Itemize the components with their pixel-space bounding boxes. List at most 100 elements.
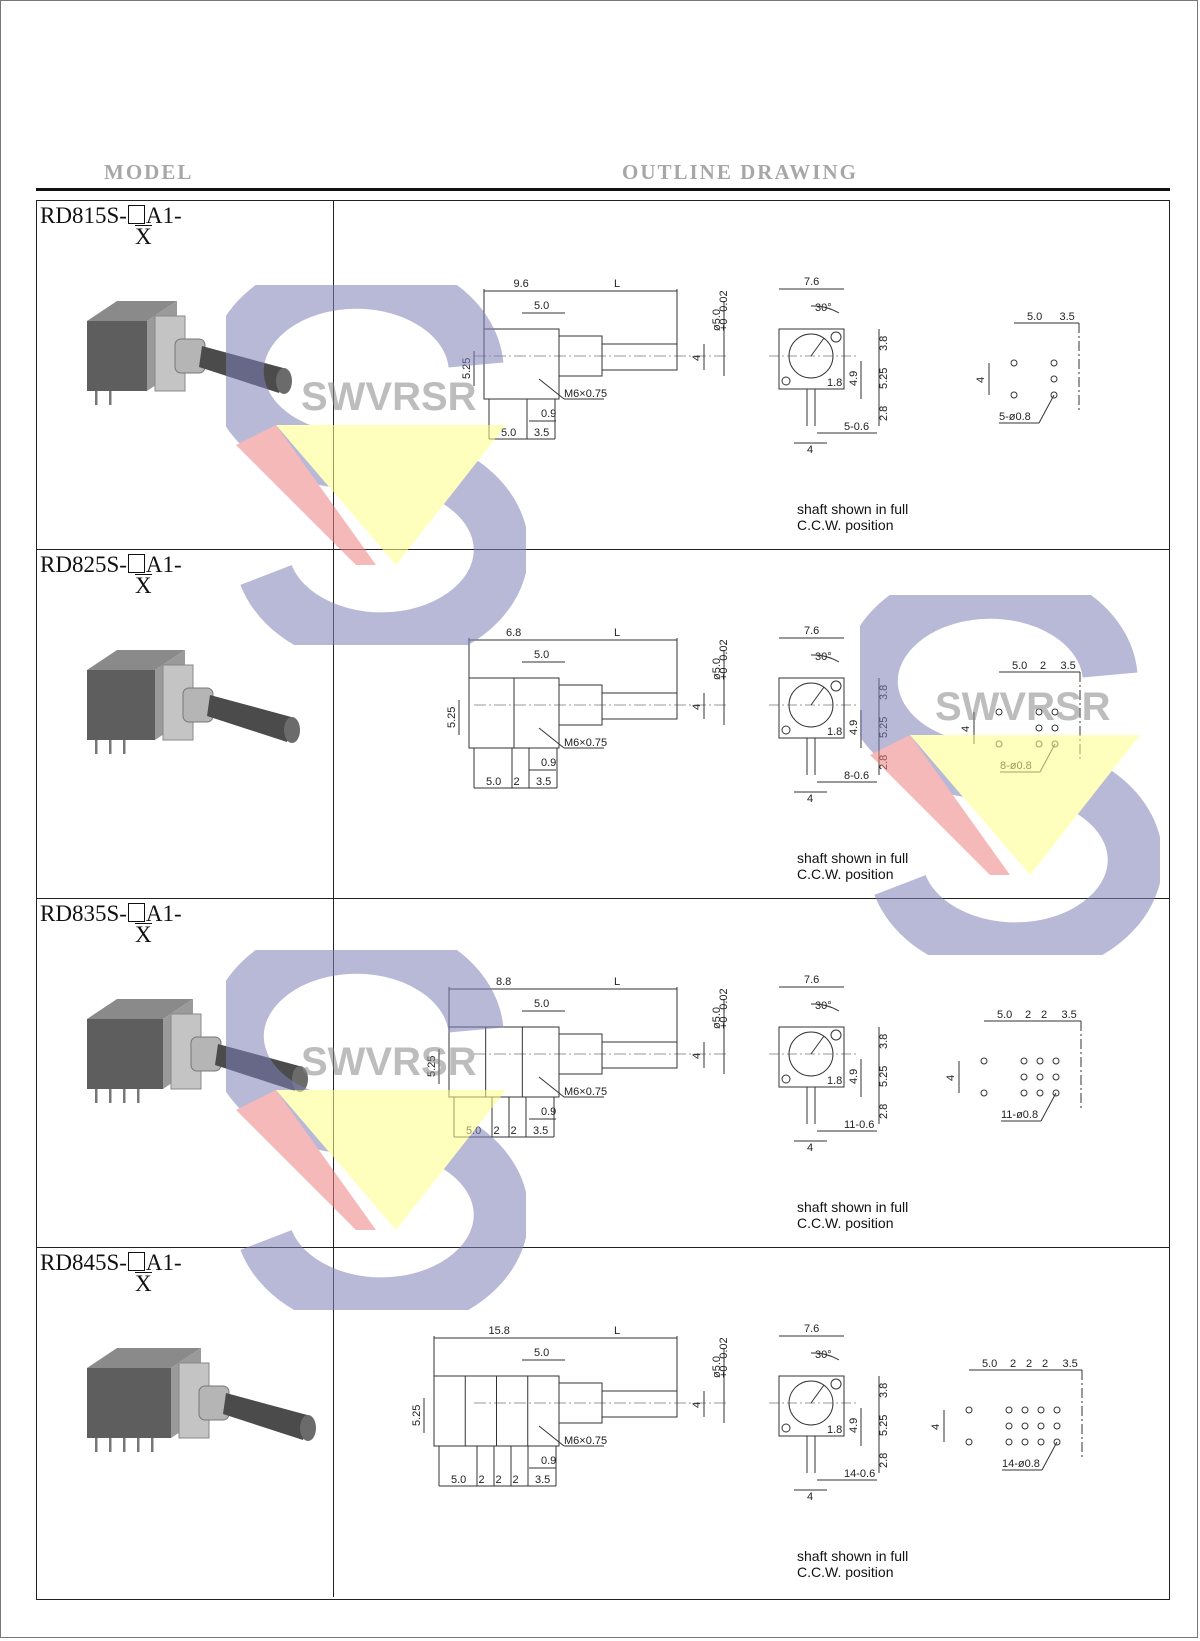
- dim-diameter-label: ø5.0: [711, 1007, 723, 1029]
- body-front: [87, 1368, 171, 1438]
- dim-tolerance-label: +0 -0.02: [718, 290, 730, 331]
- dim-v18-label: 1.8: [827, 1075, 842, 1087]
- dim-pin-spacing-label: 5.0: [501, 427, 516, 439]
- dim-side-width-label: 7.6: [804, 974, 819, 986]
- angle-arc: [810, 654, 840, 663]
- dim-body-width-label: 8.8: [496, 976, 511, 988]
- pcb-holes-leader: [1039, 743, 1056, 773]
- pcb-hole: [1035, 724, 1043, 732]
- shaft-note: shaft shown in full C.C.W. position: [797, 1548, 908, 1580]
- side-body-outline: [778, 1026, 845, 1088]
- pcb-holes-label: 8-ø0.8: [1000, 760, 1032, 772]
- pcb-hole: [1037, 1406, 1045, 1414]
- dim-shaft-length-label: L: [614, 627, 620, 639]
- dim-v49-label: 4.9: [848, 1069, 860, 1084]
- dim-bottom4-label: 4: [807, 1142, 813, 1154]
- product-photo: [87, 301, 292, 405]
- body-top: [87, 650, 185, 670]
- pcb-hole: [1035, 708, 1043, 716]
- dim-bushing-label: 5.0: [534, 649, 549, 661]
- shaft-note: shaft shown in full C.C.W. position: [797, 501, 908, 533]
- terminal-pin: [109, 740, 112, 754]
- pcb-hole: [1005, 1438, 1013, 1446]
- shaft-outline: [601, 1041, 678, 1069]
- pcb-hole: [1052, 1057, 1060, 1065]
- dim-pin-spacing-label: 3.5: [536, 776, 551, 788]
- thread-label: M6×0.75: [564, 1086, 607, 1098]
- potentiometer-illustration: [87, 1348, 316, 1452]
- dim-pin-spacing-label: 5.0: [451, 1474, 466, 1486]
- terminal-pin: [123, 1438, 126, 1452]
- side-body-outline: [778, 328, 845, 390]
- pcb-holes-label: 11-ø0.8: [1001, 1109, 1038, 1121]
- side-body-outline: [778, 677, 845, 739]
- dim-bottom4-label: 4: [807, 1491, 813, 1503]
- dim-bushing-label: 5.0: [534, 300, 549, 312]
- dim-v49-label: 4.9: [848, 371, 860, 386]
- pcb-side-dim-label: 4: [945, 1075, 957, 1081]
- pcb-holes-label: 5-ø0.8: [999, 411, 1031, 423]
- model-suffix: A1-: [145, 203, 182, 228]
- thread-label: M6×0.75: [564, 737, 607, 749]
- dim-h525-label: 5.25: [426, 1056, 438, 1077]
- dim-tolerance-label: +0 -0.02: [718, 639, 730, 680]
- shaft-note: shaft shown in full C.C.W. position: [797, 850, 908, 882]
- shaft-note-line1: shaft shown in full: [797, 1548, 909, 1564]
- dim-pin-spacing-label: 2: [479, 1474, 485, 1486]
- model-column-header: MODEL: [104, 160, 194, 184]
- mount-hole: [830, 1378, 842, 1390]
- pcb-hole: [1005, 1406, 1013, 1414]
- dim-h525-label: 5.25: [446, 707, 458, 728]
- threaded-bushing: [198, 1385, 230, 1421]
- dim-v28-label: 2.8: [878, 755, 890, 770]
- model-suffix: A1-: [145, 552, 182, 577]
- shaft-note-line2: C.C.W. position: [797, 866, 894, 882]
- terminal-pin: [151, 1438, 154, 1452]
- pcb-hole: [1020, 1073, 1028, 1081]
- shaft-note-line2: C.C.W. position: [797, 1215, 894, 1231]
- pcb-top-dim-label: 2: [1040, 660, 1046, 672]
- dim-shaft-length-label: L: [614, 976, 620, 988]
- dim-side-width-label: 7.6: [804, 276, 819, 288]
- product-photo: [87, 1348, 316, 1452]
- angle-label: 30°: [815, 651, 832, 663]
- mount-hole: [830, 331, 842, 343]
- pcb-side-dim-label: 4: [960, 726, 972, 732]
- pcb-top-dim-label: 5.0: [982, 1358, 997, 1370]
- pcb-hole: [1051, 724, 1059, 732]
- pcb-holes-leader: [1040, 1092, 1057, 1122]
- terminal-pin: [95, 1438, 98, 1452]
- product-photo: [87, 650, 300, 754]
- dim-offset-label: 0.9: [541, 757, 556, 769]
- dim-bushing-label: 5.0: [534, 1347, 549, 1359]
- dim-diameter-label: ø5.0: [711, 309, 723, 331]
- pcb-hole: [1052, 1073, 1060, 1081]
- potentiometer-illustration: [87, 650, 300, 754]
- dim-offset-label: 0.9: [541, 1455, 556, 1467]
- angle-line: [810, 686, 825, 706]
- angle-label: 30°: [815, 302, 832, 314]
- pcb-hole: [1050, 375, 1058, 383]
- shaft-note-line2: C.C.W. position: [797, 517, 894, 533]
- body-top: [87, 999, 193, 1019]
- pcb-hole: [1010, 391, 1018, 399]
- angle-line: [810, 337, 825, 357]
- pcb-hole: [1053, 1438, 1061, 1446]
- dim-v38-label: 3.8: [878, 1383, 890, 1398]
- thread-label: M6×0.75: [564, 388, 607, 400]
- angle-arc: [810, 1352, 840, 1361]
- pin-note-label: 8-0.6: [844, 770, 869, 782]
- dim-bottom4-label: 4: [807, 444, 813, 456]
- angle-label: 30°: [815, 1349, 832, 1361]
- potentiometer-illustration: [87, 999, 308, 1103]
- outline-drawing-column-header: OUTLINE DRAWING: [622, 160, 858, 184]
- model-number: RD825S- A1-: [40, 552, 182, 578]
- dim-shaft-length-label: L: [614, 278, 620, 290]
- model-prefix: RD825S-: [40, 552, 127, 577]
- dim-v38-label: 3.8: [878, 1034, 890, 1049]
- pcb-top-dim-label: 3.5: [1063, 1358, 1078, 1370]
